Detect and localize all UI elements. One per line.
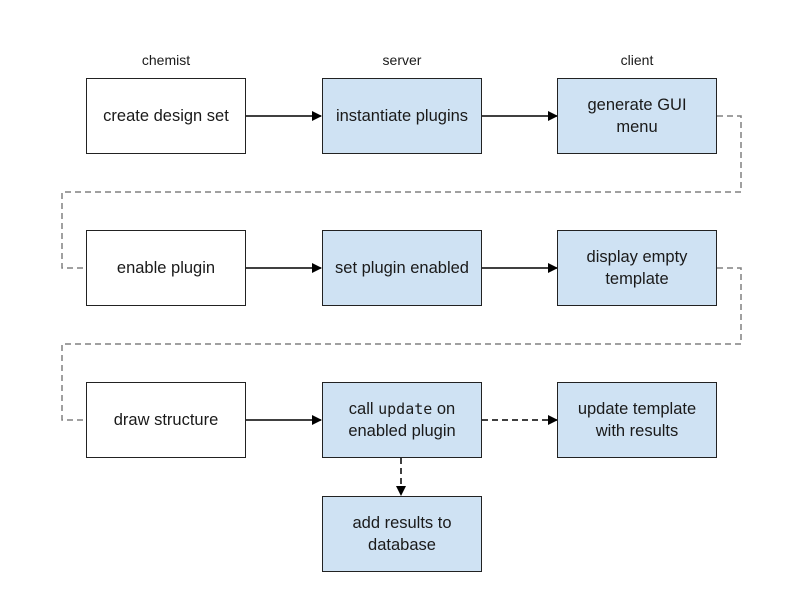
connector-display-to-draw (61, 267, 742, 421)
node-draw-structure: draw structure (86, 382, 246, 458)
node-label: instantiate plugins (335, 107, 469, 125)
node-display-empty-template: display empty template (557, 230, 717, 306)
node-call-update: call update on enabled plugin (322, 382, 482, 458)
lane-header-chemist: chemist (141, 52, 191, 68)
node-label: create design set (103, 107, 229, 125)
node-label: enable plugin (116, 259, 216, 277)
node-generate-gui-menu: generate GUI menu (557, 78, 717, 154)
node-label: update template with results (577, 400, 697, 440)
call-suffix: on enabled plugin (348, 400, 456, 440)
node-label: call update on enabled plugin (331, 398, 473, 442)
node-label: display empty template (586, 248, 688, 288)
lane-header-server: server (382, 52, 422, 68)
node-enable-plugin: enable plugin (86, 230, 246, 306)
node-update-template: update template with results (557, 382, 717, 458)
node-label: generate GUI menu (587, 96, 687, 136)
update-code: update (378, 400, 433, 418)
node-add-results: add results to database (322, 496, 482, 572)
node-create-design-set: create design set (86, 78, 246, 154)
node-set-plugin-enabled: set plugin enabled (322, 230, 482, 306)
node-label: add results to database (352, 514, 452, 554)
node-instantiate-plugins: instantiate plugins (322, 78, 482, 154)
node-label: set plugin enabled (335, 259, 469, 277)
call-prefix: call (348, 400, 379, 418)
lane-header-client: client (620, 52, 654, 68)
connector-generate-to-enable (61, 115, 742, 269)
node-label: draw structure (113, 411, 219, 429)
